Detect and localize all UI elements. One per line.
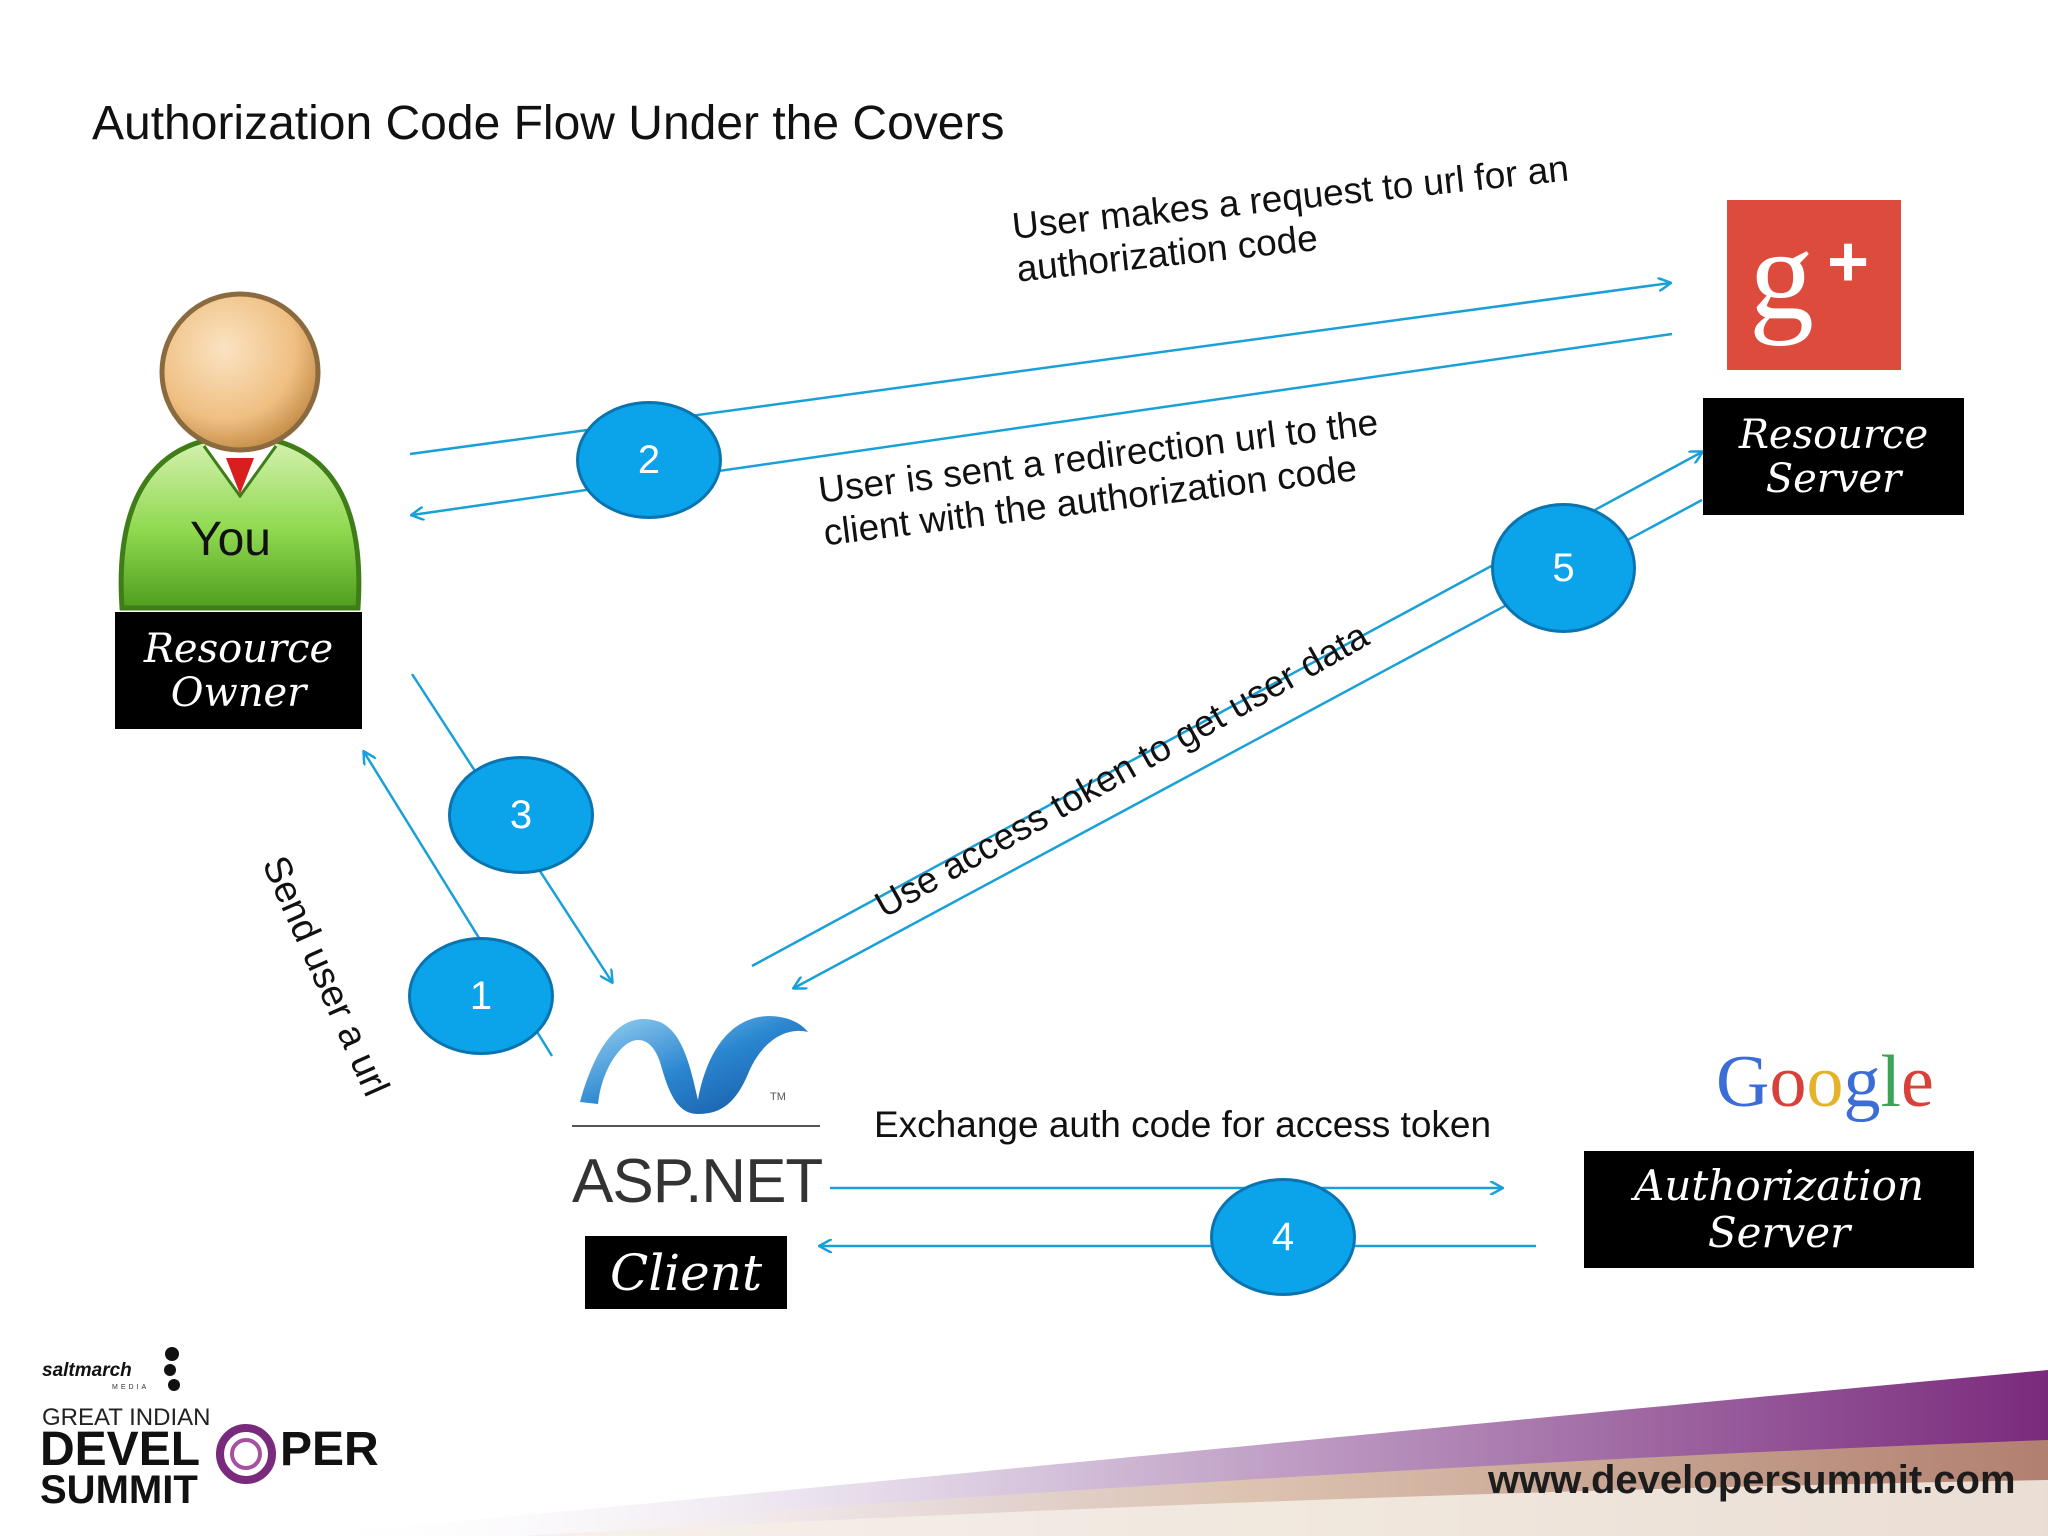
step-4-badge: 4 (1210, 1178, 1356, 1296)
resource-owner-label: Resource Owner (115, 612, 362, 729)
footer-swoosh (300, 1370, 2048, 1536)
resource-owner-line1: Resource (143, 625, 334, 672)
google-plus-icon: g + (1727, 200, 1901, 370)
event-line3: SUMMIT (40, 1468, 198, 1512)
google-logo: Google (1716, 1041, 1934, 1123)
exchange-message: Exchange auth code for access token (874, 1104, 1492, 1145)
aspnet-text: ASP.NET (572, 1147, 823, 1216)
slide-title: Authorization Code Flow Under the Covers (92, 97, 1005, 150)
step-1-badge: 1 (408, 937, 554, 1055)
aspnet-logo-icon: TM (572, 1016, 820, 1127)
step-3-badge: 3 (448, 756, 594, 874)
resource-owner-line2: Owner (170, 669, 307, 716)
auth-server-line1: Authorization (1634, 1161, 1924, 1211)
saltmarch-mark-icon (164, 1347, 180, 1391)
step-2-badge: 2 (576, 401, 722, 519)
saltmarch-brand: saltmarch (42, 1360, 132, 1381)
svg-text:TM: TM (770, 1091, 786, 1103)
resource-server-line2: Server (1765, 455, 1902, 502)
authorization-server-label: Authorization Server (1584, 1151, 1974, 1268)
person-icon (118, 291, 362, 611)
you-label: You (190, 513, 271, 566)
resource-server-line1: Resource (1738, 411, 1929, 458)
event-line1: GREAT INDIAN (42, 1404, 211, 1431)
resource-server-label: Resource Server (1703, 398, 1964, 515)
website-url: www.developersummit.com (1488, 1458, 2016, 1502)
client-label: Client (585, 1236, 787, 1309)
event-line2-right: PER (280, 1423, 379, 1476)
step-5-badge: 5 (1491, 503, 1636, 633)
auth-server-line2: Server (1707, 1207, 1851, 1257)
summit-o-icon (216, 1424, 276, 1484)
event-line2-left: DEVEL (40, 1423, 201, 1476)
saltmarch-media: MEDIA (112, 1384, 150, 1391)
